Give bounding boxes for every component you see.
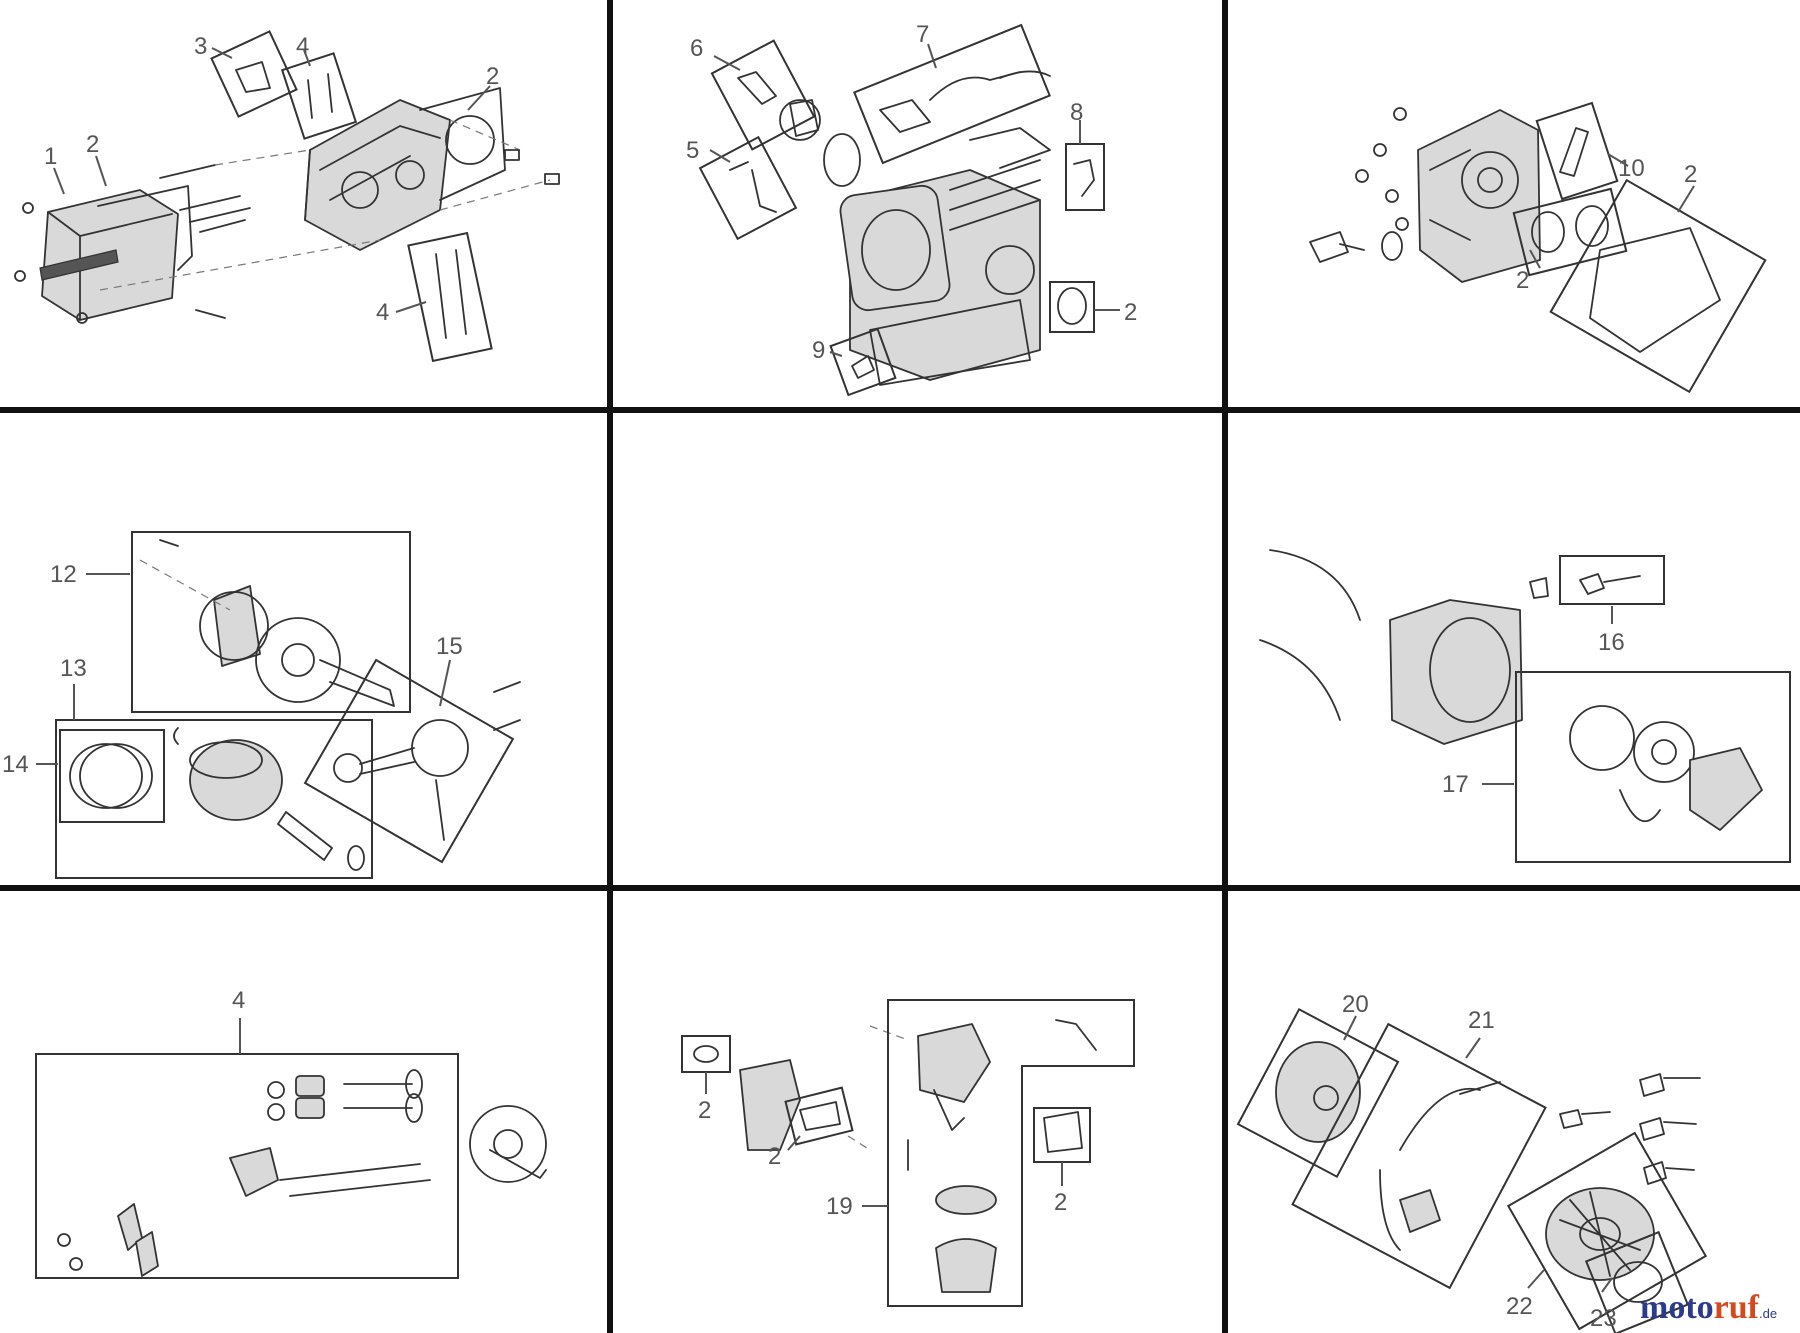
valves-drawing — [267, 1069, 431, 1197]
connecting-rod-box-15 — [303, 658, 521, 864]
callout-21: 21 — [1468, 1007, 1495, 1034]
valve-train-box-4 — [35, 1053, 459, 1279]
callout-6: 6 — [690, 35, 703, 62]
gasket-box-2 — [1549, 178, 1767, 394]
callout-16: 16 — [1598, 629, 1625, 656]
governor-box-7 — [853, 23, 1051, 165]
callout-5: 5 — [686, 137, 699, 164]
ignition-coil-box-21 — [1291, 1022, 1547, 1290]
sensor-box-8 — [1065, 143, 1105, 211]
panel-recoil-starter: 16 17 — [1259, 549, 1791, 863]
panel-valve-train: 4 — [35, 987, 547, 1279]
callout-1: 1 — [44, 143, 57, 170]
motoruf-logo: motoruf.de — [1640, 1289, 1777, 1326]
callout-2: 2 — [698, 1097, 711, 1124]
valve-pair-box-top — [280, 52, 358, 140]
dipstick-box-5 — [698, 135, 798, 241]
panel-crankcase: 6 5 7 8 2 9 — [686, 21, 1137, 397]
cylinder-head-drawing — [304, 87, 506, 251]
panel-crankshaft-piston: 12 13 14 15 — [2, 531, 521, 879]
callout-13: 13 — [60, 655, 87, 682]
callout-12: 12 — [50, 561, 77, 588]
callout-2: 2 — [1684, 161, 1697, 188]
camshaft-drawing — [469, 1105, 547, 1183]
callout-9: 9 — [812, 337, 825, 364]
panel-crankcase-cover: 10 2 2 — [1309, 101, 1767, 394]
switch-box-16 — [1559, 555, 1665, 605]
seal-box-2 — [1049, 281, 1095, 333]
flywheel-box-20 — [1236, 1007, 1400, 1179]
crankshaft-box-12 — [131, 531, 411, 713]
callout-7: 7 — [916, 21, 929, 48]
breather-box-10 — [1535, 101, 1619, 201]
callout-22: 22 — [1506, 1293, 1533, 1320]
callout-2: 2 — [486, 63, 499, 90]
fan-housing-drawing — [1259, 549, 1523, 745]
gasket-box-2-right — [1033, 1107, 1091, 1163]
callout-15: 15 — [436, 633, 463, 660]
logo-suffix: .de — [1759, 1306, 1777, 1321]
crankshaft-drawing — [139, 539, 395, 707]
bolts-drawing — [14, 119, 560, 324]
callout-14: 14 — [2, 751, 29, 778]
panel-cylinder-head: 1 2 3 4 2 4 — [14, 30, 560, 363]
callout-20: 20 — [1342, 991, 1369, 1018]
piston-box-13 — [55, 719, 373, 879]
callout-8: 8 — [1070, 99, 1083, 126]
callout-19: 19 — [826, 1193, 853, 1220]
callout-4: 4 — [296, 33, 309, 60]
spark-plug-caps — [1559, 1073, 1701, 1185]
bracket-drawing — [739, 1059, 801, 1151]
callout-23: 23 — [1590, 1305, 1617, 1332]
callout-17: 17 — [1442, 771, 1469, 798]
piston-drawing — [173, 727, 365, 871]
callout-2: 2 — [86, 131, 99, 158]
insulator-box-2 — [681, 1035, 731, 1073]
ring-set-box-14 — [59, 729, 165, 823]
svg-text:motoruf.de: motoruf.de — [1640, 1289, 1777, 1326]
oil-filler-box-6 — [710, 39, 816, 151]
rocker-drawing — [57, 1147, 279, 1277]
logo-part-1: moto — [1640, 1289, 1714, 1326]
callout-2: 2 — [1054, 1189, 1067, 1216]
callout-2: 2 — [768, 1143, 781, 1170]
callout-2: 2 — [1124, 299, 1137, 326]
carburetor-box-19 — [887, 999, 1135, 1307]
valve-cover-drawing — [39, 185, 193, 321]
panel-carburetor: 2 2 19 2 — [681, 999, 1135, 1307]
callout-10: 10 — [1618, 155, 1645, 182]
spark-plug-box — [210, 30, 298, 118]
flywheel-cover-box-23 — [1584, 1230, 1690, 1333]
drain-plug-box-9 — [829, 327, 897, 397]
valve-pair-box-bottom — [407, 231, 493, 363]
callout-3: 3 — [194, 33, 207, 60]
side-cover-drawing — [1417, 109, 1541, 283]
gasket-box-2-left — [784, 1086, 854, 1146]
crankcase-drawing — [839, 127, 1051, 386]
callout-2: 2 — [1516, 267, 1529, 294]
callout-4: 4 — [376, 299, 389, 326]
fan-box-22 — [1506, 1131, 1708, 1331]
starter-box-17 — [1515, 671, 1791, 863]
callout-4: 4 — [232, 987, 245, 1014]
panel-ignition: 20 21 22 23 — [1236, 991, 1708, 1333]
logo-part-2: ruf — [1714, 1289, 1760, 1326]
